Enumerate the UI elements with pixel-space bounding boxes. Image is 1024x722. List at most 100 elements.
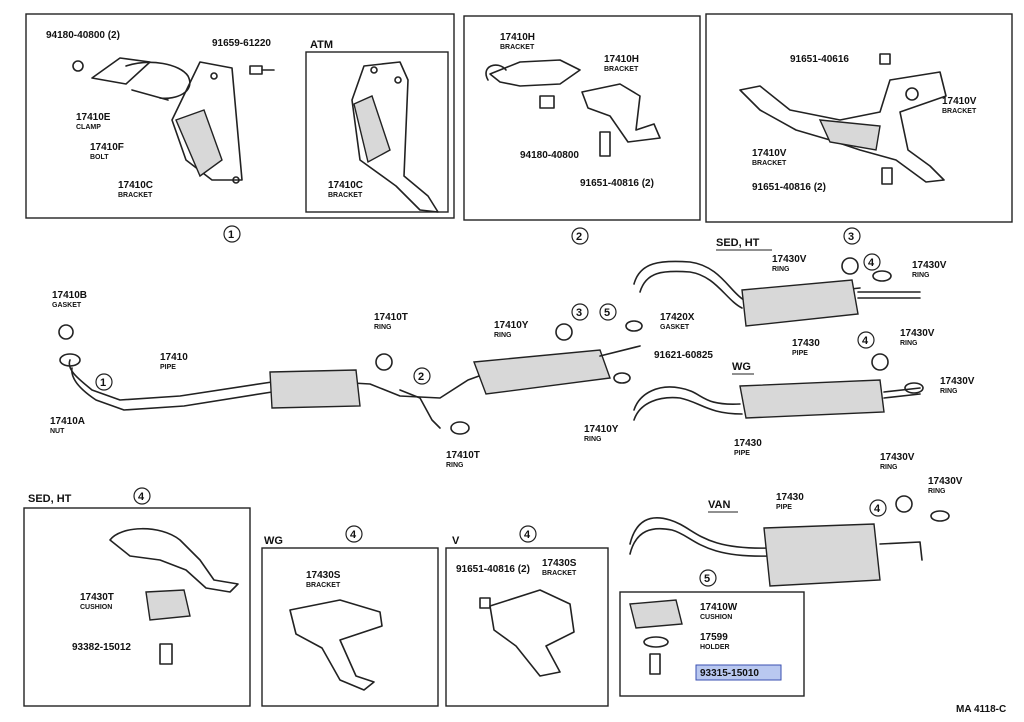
svg-text:4: 4 (862, 335, 869, 347)
part-description: CUSHION (700, 614, 732, 621)
part-description: RING (584, 436, 602, 443)
part-description: RING (912, 272, 930, 279)
part-number: 93382-15012 (72, 642, 131, 653)
part-description: GASKET (660, 324, 690, 331)
svg-text:4: 4 (350, 529, 357, 541)
group-2-box: 2 (463, 15, 701, 245)
variant-labels: SED, HT WG VAN (708, 237, 772, 513)
part-number: 17410E (76, 112, 111, 123)
part-description: RING (928, 488, 946, 495)
part-description: HOLDER (700, 644, 730, 651)
part-number: 17430V (880, 452, 915, 463)
callout-91621-60825[interactable]: 91621-60825 (654, 350, 713, 361)
callout-91651-40816-2[interactable]: 91651-40816 (2) (580, 178, 654, 189)
part-description: BRACKET (118, 192, 153, 199)
part-number: 17410A (50, 416, 85, 427)
part-number: 17410T (374, 312, 408, 323)
svg-text:4: 4 (868, 257, 875, 269)
part-number: 17410W (700, 602, 738, 613)
part-description: PIPE (776, 504, 792, 511)
part-number: 17410C (118, 180, 153, 191)
part-description: RING (900, 340, 918, 347)
part-description: BRACKET (306, 582, 341, 589)
callouts: 94180-40800 (2)91659-6122017410ECLAMP174… (46, 30, 977, 681)
part-number: 17410Y (584, 424, 619, 435)
svg-text:4: 4 (524, 529, 531, 541)
part-number: 17410B (52, 290, 87, 301)
variant-sed-ht: SED, HT (716, 237, 760, 249)
svg-text:2: 2 (418, 371, 424, 383)
part-description: BRACKET (500, 44, 535, 51)
part-number: 17410T (446, 450, 480, 461)
group-1-box: ATM 1 (25, 13, 455, 243)
svg-text:5: 5 (704, 573, 710, 585)
part-number: 17430S (542, 558, 577, 569)
part-number: 17430V (940, 376, 975, 387)
callout-91651-40616[interactable]: 91651-40616 (790, 54, 849, 65)
part-number: 94180-40800 (2) (46, 30, 120, 41)
part-number: 17410Y (494, 320, 529, 331)
part-number: 17430S (306, 570, 341, 581)
part-description: RING (374, 324, 392, 331)
part-description: BRACKET (752, 160, 787, 167)
part-description: RING (494, 332, 512, 339)
part-description: NUT (50, 428, 65, 435)
highlight-box (695, 664, 782, 681)
callout-91659-61220[interactable]: 91659-61220 (212, 38, 271, 49)
callout-94180-40800[interactable]: 94180-40800 (520, 150, 579, 161)
part-number: 91651-40616 (790, 54, 849, 65)
callout-91651-40816-2[interactable]: 91651-40816 (2) (456, 564, 530, 575)
part-number: 17430T (80, 592, 114, 603)
main-exhaust-drawing (58, 257, 950, 587)
group-4c-box: V 4 (445, 525, 609, 707)
part-number: 17430 (734, 438, 762, 449)
diagram-code: MA 4118-C (956, 704, 1006, 715)
part-number: 94180-40800 (520, 150, 579, 161)
svg-text:4: 4 (874, 503, 881, 515)
part-description: CLAMP (76, 124, 101, 131)
variant-van: VAN (708, 499, 730, 511)
group-4b-box: WG 4 (261, 525, 439, 707)
callout-91651-40816-2[interactable]: 91651-40816 (2) (752, 182, 826, 193)
part-description: RING (772, 266, 790, 273)
part-description: BRACKET (942, 108, 977, 115)
part-description: PIPE (734, 450, 750, 457)
callout-94180-40800-2[interactable]: 94180-40800 (2) (46, 30, 120, 41)
part-description: GASKET (52, 302, 82, 309)
callout-93382-15012[interactable]: 93382-15012 (72, 642, 131, 653)
part-description: RING (446, 462, 464, 469)
callout-93315-15010[interactable]: 93315-15010 (695, 664, 782, 681)
part-number: 17410C (328, 180, 363, 191)
